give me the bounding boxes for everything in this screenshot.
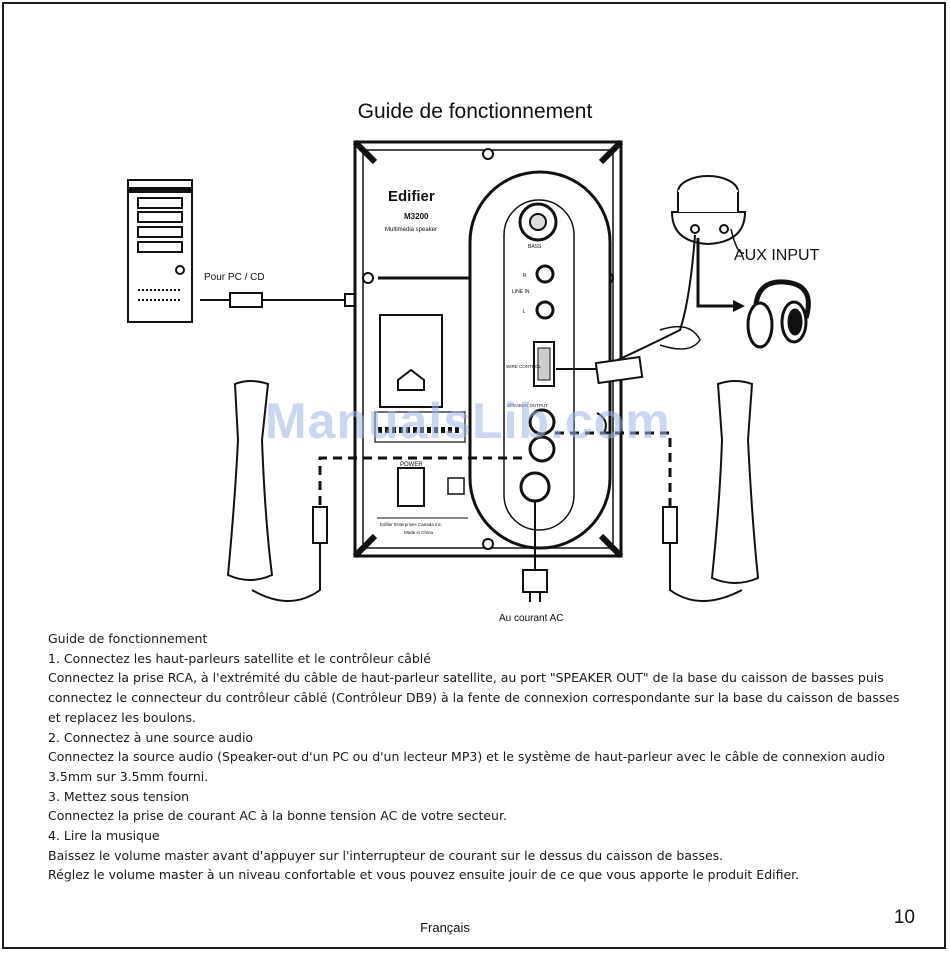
pc-label: Pour PC / CD (204, 272, 265, 283)
l-label: L (523, 309, 526, 315)
maker-label: Edifier Enterprises Canada Inc. (380, 522, 442, 527)
made-in-label: Made in China (404, 530, 434, 535)
instruction-line: Baissez le volume master avant d'appuyer… (48, 847, 724, 863)
wired-controller-icon (670, 175, 747, 246)
instruction-line: 4. Lire la musique (48, 828, 160, 844)
model-label: M3200 (404, 212, 429, 221)
power-label: POWER (400, 462, 423, 468)
pc-tower-icon (127, 179, 193, 323)
line-in-label: LINE IN (512, 289, 530, 295)
instruction-line: 3. Mettez sous tension (48, 788, 190, 804)
connection-diagram: Pour PC / CD (127, 139, 820, 624)
bass-label: BASS (528, 244, 542, 250)
instruction-line: Connectez la prise RCA, à l'extrémité du… (48, 670, 884, 686)
ac-label: Au courant AC (499, 613, 563, 624)
aux-input-label: AUX INPUT (734, 247, 820, 264)
right-satellite-speaker-icon (710, 380, 760, 584)
r-label: R (523, 273, 527, 279)
instruction-line: Connectez la source audio (Speaker-out d… (48, 749, 885, 765)
instruction-line: et replacez les boulons. (48, 709, 196, 725)
instructions-heading: Guide de fonctionnement (48, 631, 208, 646)
page-number: 10 (893, 907, 915, 928)
page-title: Guide de fonctionnement (357, 100, 593, 123)
watermark: ManualsLib.com (265, 393, 671, 449)
speaker-output-label: SPEAKER OUTPUT (507, 403, 548, 408)
instruction-line: Réglez le volume master à un niveau conf… (48, 867, 800, 883)
subwoofer-back-panel (352, 139, 624, 559)
subtitle-label: Multimedia speaker (385, 227, 437, 233)
language-label: Français (420, 920, 470, 935)
instruction-line: connectez le connecteur du contrôleur câ… (48, 690, 900, 706)
brand-logo: Edifier (388, 188, 435, 205)
instruction-line: Connectez la prise de courant AC à la bo… (48, 808, 507, 824)
headphones-icon (746, 279, 811, 349)
instructions-block: Guide de fonctionnement 1. Connectez les… (48, 629, 908, 885)
instruction-line: 3.5mm sur 3.5mm fourni. (48, 768, 209, 784)
wire-control-label: WIRE CONTROL (506, 364, 541, 369)
left-satellite-speaker-icon (226, 380, 274, 581)
instruction-line: 2. Connectez à une source audio (48, 729, 254, 745)
instruction-line: 1. Connectez les haut-parleurs satellite… (48, 650, 431, 666)
